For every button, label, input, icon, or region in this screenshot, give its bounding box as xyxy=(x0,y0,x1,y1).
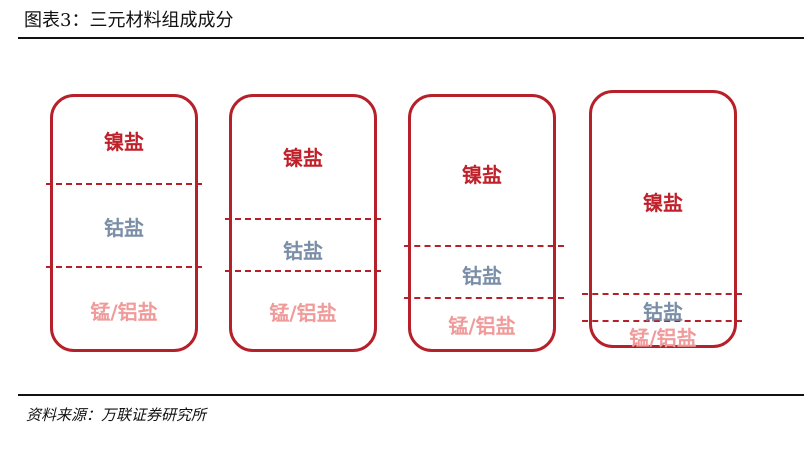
cobalt-salt-label-1: 钴盐 xyxy=(104,216,144,240)
divider-nickel-cobalt-1 xyxy=(46,183,202,185)
title-rule xyxy=(18,37,804,39)
nickel-salt-label-2: 镍盐 xyxy=(283,146,323,170)
composition-box-1 xyxy=(50,94,198,352)
manganese-aluminum-salt-label-1: 锰/铝盐 xyxy=(90,300,158,324)
nickel-salt-label-1: 镍盐 xyxy=(104,130,144,154)
nickel-salt-label-4: 镍盐 xyxy=(643,191,683,215)
manganese-aluminum-salt-label-4: 锰/铝盐 xyxy=(629,326,697,350)
divider-nickel-cobalt-4 xyxy=(582,293,742,295)
nickel-salt-label-3: 镍盐 xyxy=(462,163,502,187)
manganese-aluminum-salt-label-3: 锰/铝盐 xyxy=(448,314,516,338)
cobalt-salt-label-4: 钴盐 xyxy=(643,300,683,324)
source-note: 资料来源：万联证券研究所 xyxy=(26,406,207,424)
composition-box-3 xyxy=(408,94,556,352)
divider-nickel-cobalt-2 xyxy=(225,218,381,220)
divider-cobalt-manganese-4 xyxy=(582,320,742,322)
manganese-aluminum-salt-label-2: 锰/铝盐 xyxy=(269,301,337,325)
divider-nickel-cobalt-3 xyxy=(404,245,564,247)
divider-cobalt-manganese-1 xyxy=(46,266,202,268)
divider-cobalt-manganese-3 xyxy=(404,297,564,299)
figure-title: 图表3：三元材料组成成分 xyxy=(24,10,234,31)
composition-box-2 xyxy=(229,94,377,352)
divider-cobalt-manganese-2 xyxy=(225,270,381,272)
composition-box-4 xyxy=(589,90,737,348)
source-rule xyxy=(18,394,804,396)
cobalt-salt-label-3: 钴盐 xyxy=(462,264,502,288)
cobalt-salt-label-2: 钴盐 xyxy=(283,239,323,263)
